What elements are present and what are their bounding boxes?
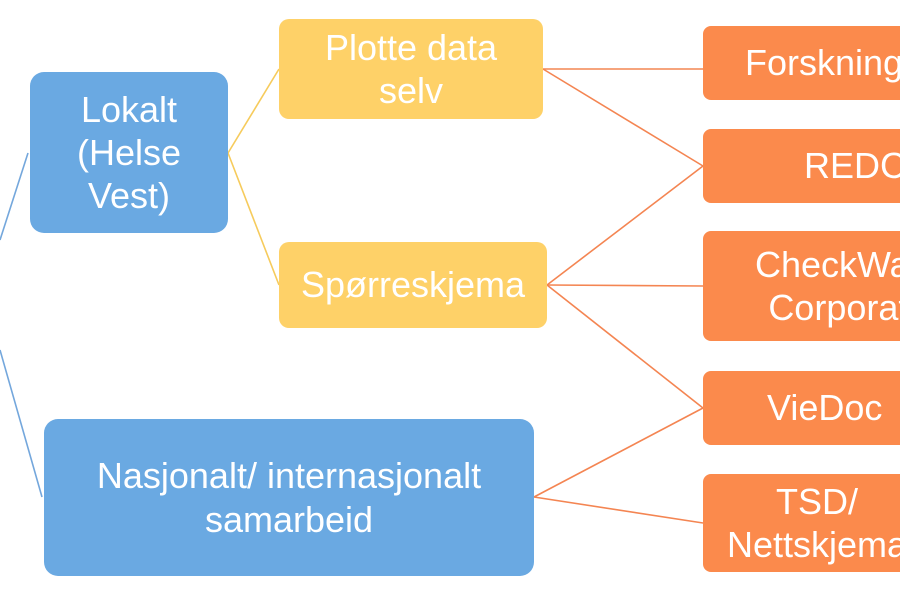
edge-sporreskjema-viedoc <box>546 284 704 409</box>
edge-sporreskjema-redcap <box>546 165 704 286</box>
node-viedoc: VieDoc <box>703 371 900 445</box>
node-plotte-data-selv: Plotte data selv <box>279 19 543 119</box>
node-lokalt: Lokalt (Helse Vest) <box>30 72 228 233</box>
edge-lokalt-plotte <box>227 68 280 154</box>
edge-lokalt-sporreskjema <box>227 152 280 286</box>
edge-plotte-redcap <box>542 68 704 167</box>
node-checkware-corporate: CheckWare Corporate <box>703 231 900 341</box>
node-redcap: REDCap <box>703 129 900 203</box>
edge-root-nasjonalt <box>0 349 43 498</box>
edge-root-lokalt <box>0 152 29 241</box>
edge-nasjonalt-viedoc <box>533 407 704 498</box>
node-sporreskjema: Spørreskjema <box>279 242 547 328</box>
node-forskning: Forskning <box>703 26 900 100</box>
edge-sporreskjema-checkware <box>546 284 704 287</box>
edge-nasjonalt-tsd <box>533 496 704 524</box>
node-tsd-nettskjema: TSD/ Nettskjema <box>703 474 900 572</box>
node-nasjonalt: Nasjonalt/ internasjonalt samarbeid <box>44 419 534 576</box>
